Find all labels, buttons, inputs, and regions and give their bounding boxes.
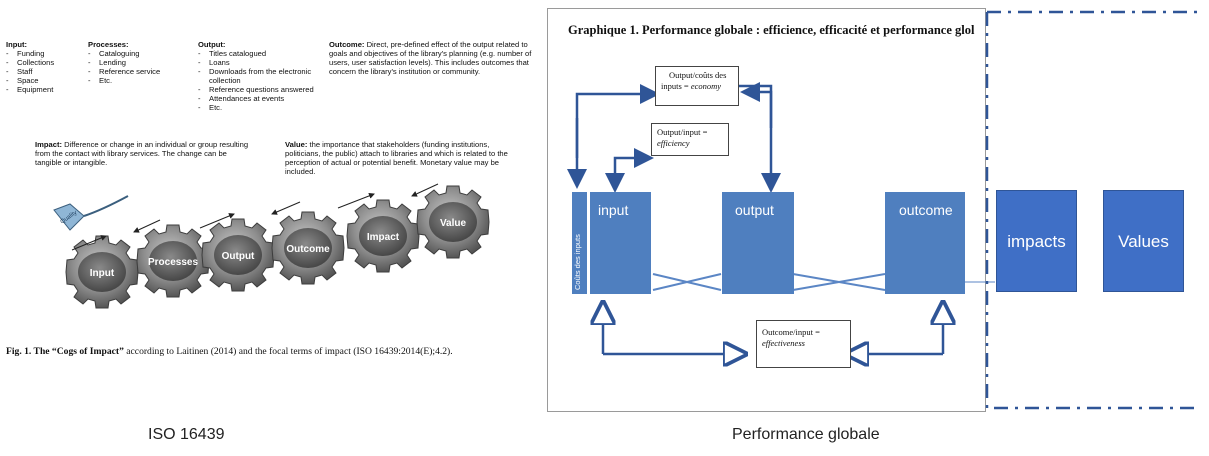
- efficiency-note: Output/input = efficiency: [651, 123, 729, 156]
- list-item: Equipment: [6, 85, 78, 94]
- economy-line1: Output/coûts des: [669, 70, 727, 80]
- list-item: Etc.: [198, 103, 316, 112]
- effectiveness-line1: Outcome/input =: [762, 327, 820, 337]
- cog-label: Processes: [148, 257, 198, 268]
- arrow-up: [71, 235, 107, 251]
- cog-label: Outcome: [286, 244, 330, 255]
- input-heading: Input:: [6, 40, 28, 49]
- list-item: Space: [6, 76, 78, 85]
- economy-line2: inputs =: [661, 81, 691, 91]
- watering-can-icon: Quality: [53, 195, 129, 231]
- list-item: Funding: [6, 49, 78, 58]
- cog-label: Value: [440, 218, 467, 229]
- arrow-down: [411, 183, 439, 197]
- cog-label: Impact: [367, 232, 400, 243]
- connector-line: [792, 273, 886, 291]
- cog-output: Output: [201, 218, 275, 292]
- list-item: Reference questions answered: [198, 85, 316, 94]
- efficiency-line1: Output/input =: [657, 127, 708, 137]
- dashed-boundary: [985, 12, 1197, 410]
- impacts-box: impacts: [996, 190, 1077, 292]
- efficiency-arrow: [613, 148, 654, 188]
- connector-line: [652, 273, 722, 291]
- output-list: Titles catalogued Loans Downloads from t…: [198, 49, 316, 112]
- figure-caption-text: according to Laitinen (2014) and the foc…: [123, 346, 453, 357]
- cog-input: Input: [65, 235, 139, 309]
- arrow-down: [133, 219, 161, 233]
- cog-impact: Impact: [346, 199, 420, 273]
- processes-list: Cataloguing Lending Reference service Et…: [88, 49, 186, 85]
- list-item: Titles catalogued: [198, 49, 316, 58]
- list-item: Staff: [6, 67, 78, 76]
- arrow-down: [271, 201, 301, 215]
- economy-arrow-up: [740, 82, 773, 128]
- value-text: the importance that stakeholders (fundin…: [285, 140, 508, 176]
- figure-caption-bold: Fig. 1. The “Cogs of Impact”: [6, 346, 124, 357]
- input-box-label: input: [598, 202, 629, 218]
- outcome-box: outcome: [885, 192, 965, 294]
- left-footer-label: ISO 16439: [148, 426, 225, 443]
- outcome-text: Direct, pre-defined effect of the output…: [329, 40, 532, 76]
- processes-definition: Processes: Cataloguing Lending Reference…: [88, 40, 186, 85]
- impact-heading: Impact:: [35, 140, 63, 149]
- list-item: Attendances at events: [198, 94, 316, 103]
- processes-heading: Processes:: [88, 40, 129, 49]
- inputs-cost-box: Coûts des inputs: [572, 192, 587, 294]
- outcome-box-label: outcome: [899, 202, 953, 218]
- list-item: Lending: [88, 58, 186, 67]
- input-definition: Input: Funding Collections Staff Space E…: [6, 40, 78, 94]
- figure-caption: Fig. 1. The “Cogs of Impact” according t…: [6, 346, 536, 357]
- cog-processes: Processes: [136, 224, 210, 298]
- economy-arrow-left: [575, 84, 660, 158]
- list-item: Downloads from the electronic collection: [198, 67, 316, 85]
- list-item: Cataloguing: [88, 49, 186, 58]
- input-box: input: [590, 192, 651, 294]
- impact-text: Difference or change in an individual or…: [35, 140, 249, 167]
- cog-value: Value: [416, 185, 490, 259]
- cogs-of-impact-illustration: Quality Input Processes Output Outcome I…: [53, 183, 490, 309]
- output-heading: Output:: [198, 40, 226, 49]
- list-item: Etc.: [88, 76, 186, 85]
- diagram-title: Graphique 1. Performance globale : effic…: [568, 23, 975, 37]
- values-box: Values: [1103, 190, 1184, 292]
- cog-arrows: [71, 183, 439, 251]
- impacts-label: impacts: [1007, 232, 1066, 251]
- arrow-up: [337, 193, 375, 209]
- cog-label: Output: [222, 251, 255, 262]
- list-item: Loans: [198, 58, 316, 67]
- effectiveness-term: effectiveness: [762, 338, 805, 348]
- efficiency-term: efficiency: [657, 138, 690, 148]
- economy-note: Output/coûts des inputs = economy: [655, 66, 739, 106]
- right-footer-label: Performance globale: [732, 426, 880, 443]
- value-heading: Value:: [285, 140, 308, 149]
- outcome-heading: Outcome:: [329, 40, 365, 49]
- list-item: Reference service: [88, 67, 186, 76]
- economy-arrow-right: [739, 84, 781, 193]
- outcome-definition: Outcome: Direct, pre-defined effect of t…: [329, 40, 534, 76]
- output-box: output: [722, 192, 794, 294]
- effectiveness-note: Outcome/input = effectiveness: [756, 320, 851, 368]
- arrow-up: [199, 213, 235, 229]
- economy-term: economy: [690, 81, 722, 91]
- impact-definition: Impact: Difference or change in an indiv…: [35, 140, 250, 167]
- diagram-connectors: [567, 10, 1197, 410]
- cog-label: Input: [90, 268, 115, 279]
- values-label: Values: [1118, 232, 1169, 251]
- value-definition: Value: the importance that stakeholders …: [285, 140, 520, 176]
- output-definition: Output: Titles catalogued Loans Download…: [198, 40, 316, 112]
- cog-outcome: Outcome: [271, 211, 345, 285]
- list-item: Collections: [6, 58, 78, 67]
- input-list: Funding Collections Staff Space Equipmen…: [6, 49, 78, 94]
- output-box-label: output: [735, 202, 774, 218]
